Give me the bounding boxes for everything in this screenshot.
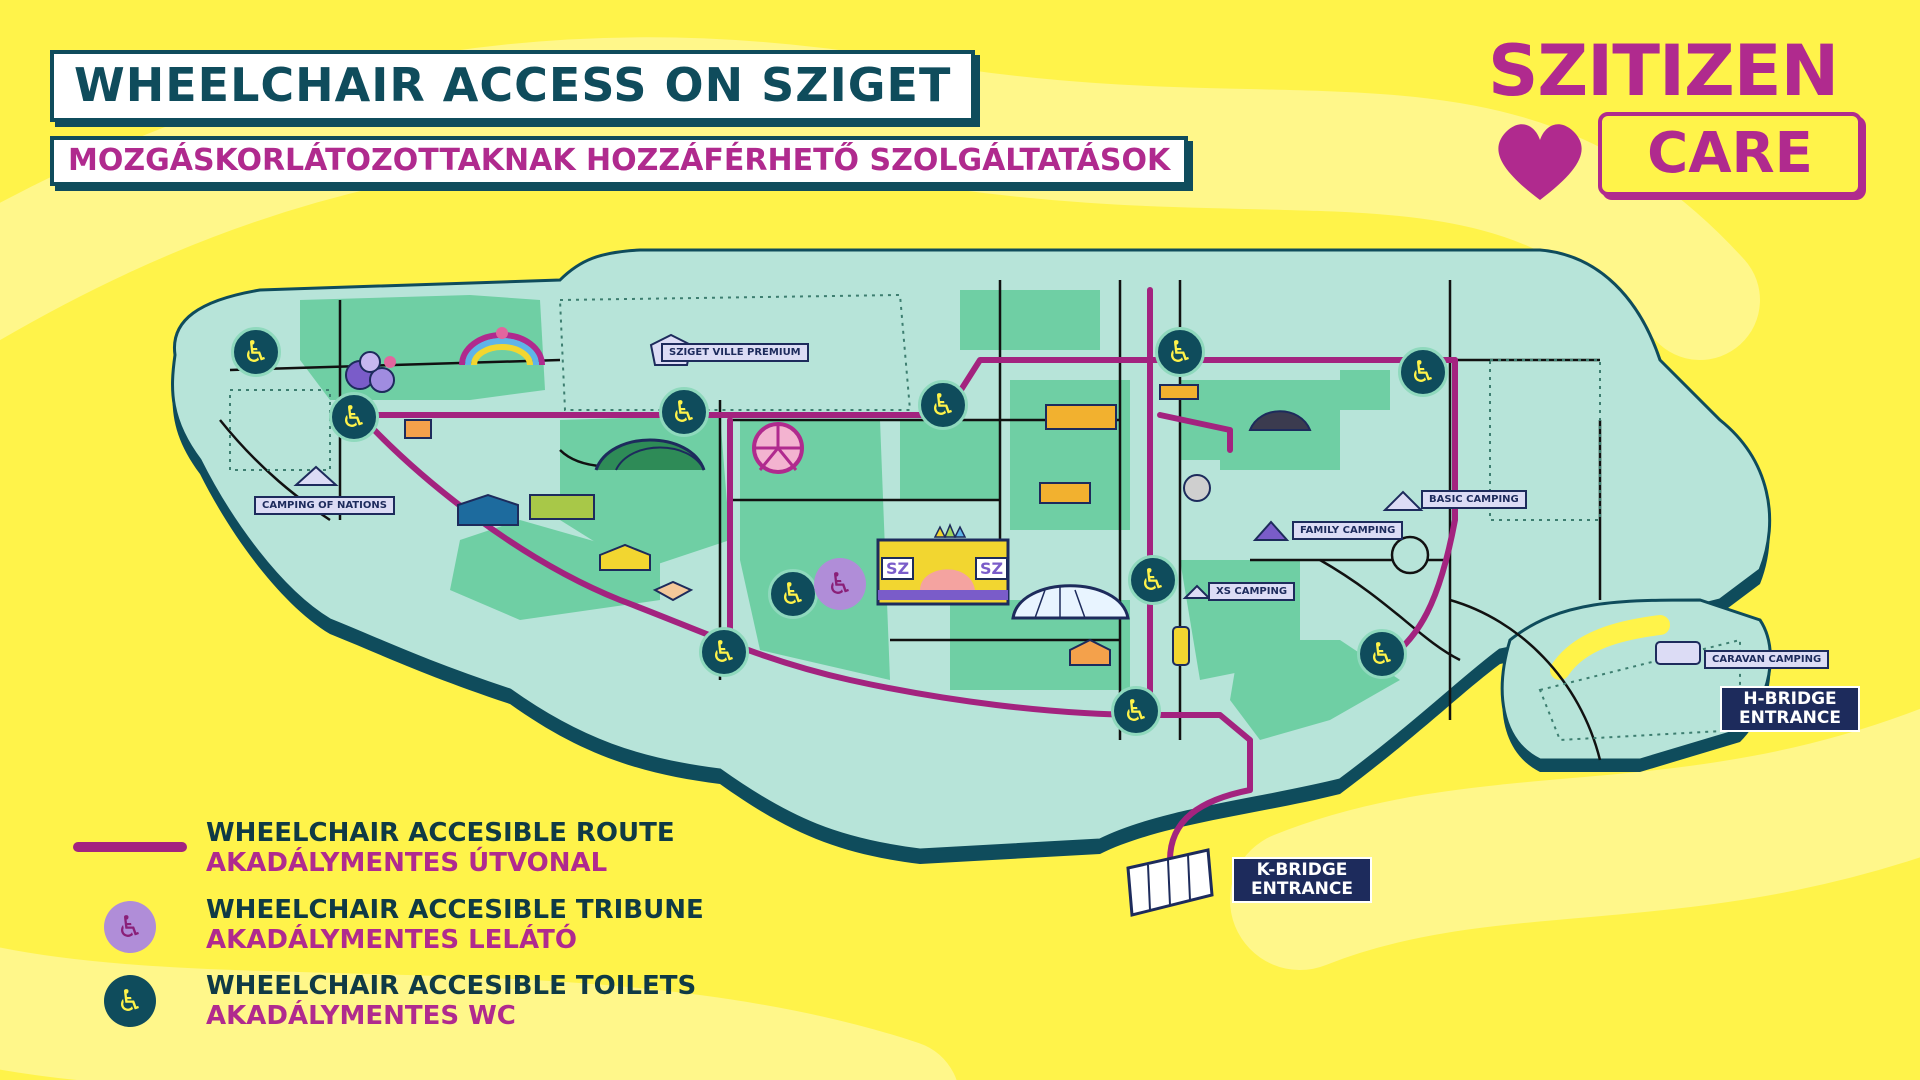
page-title: WHEELCHAIR ACCESS ON SZIGET [74,58,952,112]
label-camping-of-nations: CAMPING OF NATIONS [254,496,395,515]
tunnel-venue [1248,410,1312,431]
nations-tent [293,465,339,486]
logo-care-box: CARE [1598,112,1862,196]
wc-icon[interactable]: ♿ [231,327,281,377]
label-sziget-ville-premium: SZIGET VILLE PREMIUM [661,343,809,362]
legend-tribune: WHEELCHAIR ACCESIBLE TRIBUNE AKADÁLYMENT… [206,895,704,955]
arch-venue [594,438,706,471]
wc-icon[interactable]: ♿ [329,392,379,442]
legend-toilets: WHEELCHAIR ACCESIBLE TOILETS AKADÁLYMENT… [206,971,696,1031]
legend-route-en: WHEELCHAIR ACCESIBLE ROUTE [206,818,675,848]
caravan-icon [1655,641,1701,665]
roundabout [1390,535,1430,575]
heart-icon [1498,124,1582,200]
title-box: WHEELCHAIR ACCESS ON SZIGET [50,50,976,122]
dome-venue [1011,584,1130,620]
k-bridge-entrance: K-BRIDGE ENTRANCE [1232,857,1372,903]
tent-venue [457,493,519,526]
page-subtitle: MOZGÁSKORLÁTOZOTTAKNAK HOZZÁFÉRHETŐ SZOL… [68,143,1171,178]
wc-icon[interactable]: ♿ [699,627,749,677]
wc-icon[interactable]: ♿ [768,569,818,619]
tribune-icon[interactable]: ♿ [814,558,866,610]
bg-swirl [0,947,957,1080]
xs-tent [1182,584,1212,599]
legend-toilets-hu: AKADÁLYMENTES WC [206,1001,516,1031]
legend-wc-icon: ♿ [104,975,156,1027]
hall-venue [1045,404,1117,430]
label-basic-camping: BASIC CAMPING [1421,490,1527,509]
legend-toilets-en: WHEELCHAIR ACCESIBLE TOILETS [206,971,697,1001]
wc-icon[interactable]: ♿ [1357,629,1407,679]
islet-channel [1550,615,1670,680]
basic-tent [1382,490,1424,511]
wc-icon[interactable]: ♿ [659,387,709,437]
label-caravan-camping: CARAVAN CAMPING [1704,650,1830,669]
subtitle-box: MOZGÁSKORLÁTOZOTTAKNAK HOZZÁFÉRHETŐ SZOL… [50,136,1189,186]
venue-graphics [293,327,1701,917]
bleachers-venue [529,494,595,520]
platform-venue [652,580,694,602]
stage-badge-right: SZ [975,557,1009,580]
pavilion-venue [599,543,651,571]
ferris-wheel-venue [752,422,804,474]
h-bridge-entrance: H-BRIDGE ENTRANCE [1720,686,1860,732]
k-bridge [1126,848,1214,917]
legend-tribune-hu: AKADÁLYMENTES LELÁTÓ [206,925,577,955]
label-xs-camping: XS CAMPING [1208,582,1296,601]
wc-icon[interactable]: ♿ [1155,327,1205,377]
wc-icon[interactable]: ♿ [1398,347,1448,397]
small-hall-venue [1039,482,1091,504]
legend-route-hu: AKADÁLYMENTES ÚTVONAL [206,848,608,878]
wc-icon[interactable]: ♿ [1128,555,1178,605]
wc-icon[interactable]: ♿ [918,380,968,430]
tower-venue [1172,626,1190,666]
rocks-venue [345,351,396,393]
logo-top-text: SZITIZEN [1488,30,1839,112]
legend-tribune-en: WHEELCHAIR ACCESIBLE TRIBUNE [206,895,704,925]
legend-route: WHEELCHAIR ACCESIBLE ROUTE AKADÁLYMENTES… [206,818,675,878]
legend-tribune-icon: ♿ [104,901,156,953]
globe-venue [1183,474,1211,502]
bar-venue [1159,384,1199,400]
logo-bottom-text: CARE [1647,121,1813,186]
stage-badge-left: SZ [881,557,915,580]
label-family-camping: FAMILY CAMPING [1292,521,1404,540]
rainbow-venue [459,327,545,366]
wc-icon[interactable]: ♿ [1111,686,1161,736]
family-tent [1252,520,1290,541]
kiosk-venue [1069,638,1111,666]
east-islet [1500,598,1772,762]
szitizen-care-logo: SZITIZEN CARE [1488,30,1868,200]
bg-swirl [1230,708,1920,970]
